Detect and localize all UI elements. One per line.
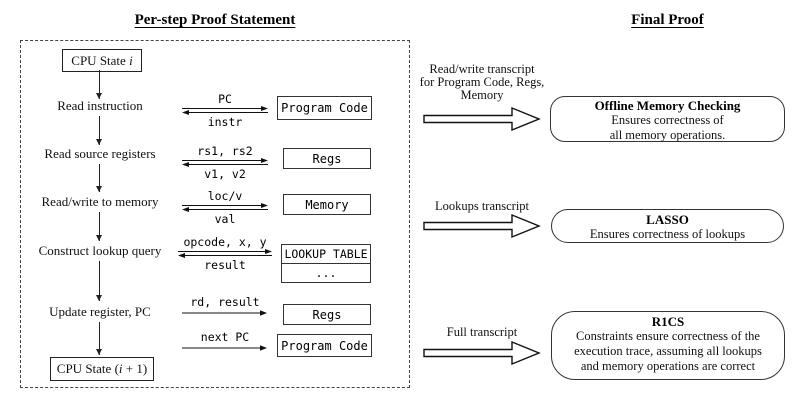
send-label: opcode, x, y — [183, 235, 267, 249]
proof-line: all memory operations. — [609, 127, 726, 142]
cpu-state-end-var: i — [118, 361, 123, 376]
cpu-state-start-var: i — [129, 52, 133, 68]
transcript-label-lookups: Lookups transcript — [402, 200, 562, 213]
transcript-line: for Program Code, Regs, — [419, 75, 545, 89]
send-label: rs1, rs2 — [197, 144, 253, 158]
transcript-line: Lookups transcript — [434, 199, 530, 213]
receive-label: instr — [207, 115, 243, 129]
proof-title: LASSO — [646, 212, 689, 227]
receive-label: result — [204, 258, 246, 272]
big-arrow-icon-2 — [423, 213, 541, 239]
cpu-state-start-label: CPU State — [71, 52, 130, 68]
proof-line: Ensures correctness of lookups — [589, 227, 746, 241]
send-label: PC — [218, 92, 232, 106]
receive-label: v1, v2 — [204, 167, 246, 181]
double-arrow-icon — [182, 158, 268, 167]
send-label: loc/v — [207, 189, 243, 203]
send-rd-result: rd, result — [181, 296, 269, 318]
right-arrow-icon — [182, 310, 267, 316]
lookup-table-ellipsis: ... — [315, 266, 337, 280]
memory-box-memory: Memory — [283, 194, 371, 215]
cpu-state-end-box: CPU State (i + 1) — [50, 357, 154, 381]
flow-step-read-source-registers: Read source registers — [44, 146, 156, 161]
flow-step-read-write-memory: Read/write to memory — [41, 194, 159, 209]
memory-box-program-code-bottom: Program Code — [277, 334, 372, 357]
transcript-line: Read/write transcript — [429, 62, 535, 76]
proof-line: and memory operations are correct — [580, 359, 756, 373]
send-label: next PC — [200, 330, 250, 344]
exchange-memory: loc/v val — [181, 190, 269, 225]
receive-label: val — [214, 212, 236, 226]
lookup-table-label: LOOKUP TABLE — [282, 245, 370, 264]
transcript-label-read-write: Read/write transcript for Program Code, … — [402, 63, 562, 102]
flow-down-arrow-4 — [95, 212, 102, 241]
double-arrow-icon — [182, 203, 268, 212]
right-panel-title: Final Proof — [631, 12, 704, 28]
flow-down-arrow-3 — [95, 164, 102, 192]
double-arrow-icon — [178, 249, 272, 258]
memory-box-lookup-table: LOOKUP TABLE ... — [281, 244, 371, 283]
proof-box-lasso: LASSO Ensures correctness of lookups — [551, 209, 784, 243]
memory-box-regs-top: Regs — [283, 148, 371, 169]
transcript-line: Memory — [460, 88, 504, 102]
per-step-dashed-box — [20, 40, 410, 388]
proof-line: Ensures correctness of — [611, 113, 724, 127]
flow-down-arrow-2 — [95, 116, 102, 145]
flow-step-update-register-pc: Update register, PC — [49, 304, 151, 319]
proof-line: execution trace, assuming all lookups — [574, 344, 762, 358]
exchange-pc-instr: PC instr — [181, 93, 269, 128]
big-arrow-icon-1 — [423, 106, 541, 132]
flow-step-construct-lookup: Construct lookup query — [38, 243, 162, 258]
proof-line: Constraints ensure correctness of the — [576, 329, 760, 343]
flow-step-read-instruction: Read instruction — [57, 98, 143, 113]
proof-title: R1CS — [651, 314, 685, 329]
flow-down-arrow-6 — [95, 322, 102, 355]
cpu-state-end-suffix: + 1) — [122, 361, 148, 376]
exchange-registers: rs1, rs2 v1, v2 — [181, 145, 269, 180]
big-arrow-icon-3 — [423, 340, 541, 366]
memory-box-program-code-top: Program Code — [277, 96, 372, 120]
send-label: rd, result — [190, 295, 260, 309]
transcript-line: Full transcript — [446, 325, 518, 339]
proof-box-offline-memory-checking: Offline Memory Checking Ensures correctn… — [550, 96, 785, 142]
double-arrow-icon — [182, 106, 268, 115]
proof-box-r1cs: R1CS Constraints ensure correctness of t… — [551, 311, 785, 380]
right-arrow-icon — [182, 345, 267, 351]
flow-down-arrow-5 — [95, 261, 102, 301]
proof-title: Offline Memory Checking — [594, 98, 741, 113]
flow-down-arrow-1 — [95, 70, 102, 99]
exchange-lookup: opcode, x, y result — [177, 236, 273, 271]
cpu-state-start-box: CPU State i — [62, 49, 142, 72]
left-panel-title: Per-step Proof Statement — [134, 12, 296, 28]
memory-box-regs-bottom: Regs — [283, 304, 371, 325]
send-next-pc: next PC — [181, 331, 269, 353]
cpu-state-end-label: CPU State ( — [56, 361, 119, 376]
transcript-label-full: Full transcript — [402, 326, 562, 339]
